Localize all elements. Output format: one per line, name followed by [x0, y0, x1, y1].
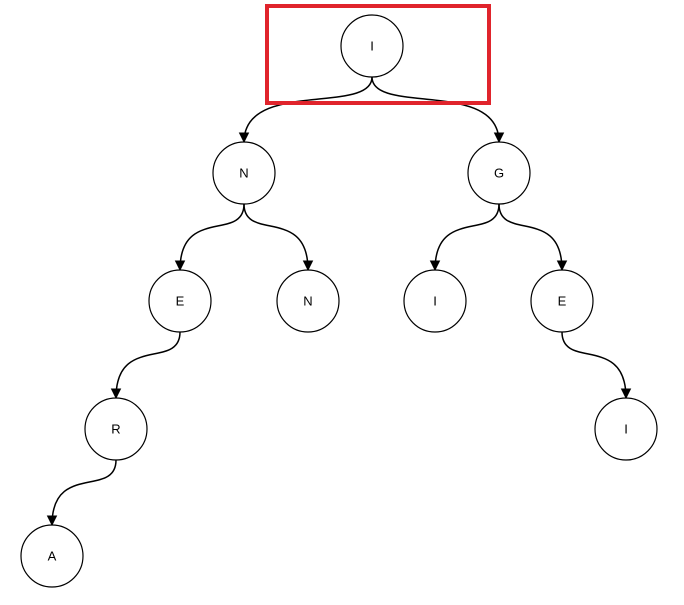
node-circle [340, 14, 404, 78]
node-circle [594, 397, 658, 461]
tree-edge [429, 203, 500, 272]
tree-edge [243, 203, 314, 272]
node-label: G [494, 166, 504, 181]
node-label: I [433, 294, 437, 309]
node-label: R [111, 422, 120, 437]
node-label: N [303, 294, 312, 309]
node-circle [403, 269, 467, 333]
tree-node: N [212, 141, 276, 205]
nodes-layer: I N G E N I E R I A [20, 14, 658, 588]
tree-node: E [148, 269, 212, 333]
edges-layer [46, 76, 632, 527]
node-label: E [176, 294, 185, 309]
node-circle [276, 269, 340, 333]
tree-edge [46, 459, 117, 527]
node-circle [212, 141, 276, 205]
node-label: I [370, 39, 374, 54]
tree-edge [561, 331, 632, 400]
overlay-layer [265, 4, 491, 105]
tree-node: G [467, 141, 531, 205]
tree-node: R [84, 397, 148, 461]
tree-edge [498, 203, 568, 272]
node-label: I [624, 422, 628, 437]
node-label: E [558, 294, 567, 309]
tree-node: A [20, 524, 84, 588]
tree-node: I [403, 269, 467, 333]
node-label: N [239, 166, 248, 181]
tree-edge [174, 203, 245, 272]
tree-node: I [340, 14, 404, 78]
tree-edge [371, 76, 505, 144]
node-label: A [48, 549, 57, 564]
node-circle [530, 269, 594, 333]
tree-edge [110, 331, 181, 400]
node-circle [467, 141, 531, 205]
tree-node: N [276, 269, 340, 333]
node-circle [84, 397, 148, 461]
highlight-box [265, 4, 491, 105]
tree-node: E [530, 269, 594, 333]
tree-node: I [594, 397, 658, 461]
node-circle [20, 524, 84, 588]
node-circle [148, 269, 212, 333]
tree-edge [238, 76, 373, 144]
